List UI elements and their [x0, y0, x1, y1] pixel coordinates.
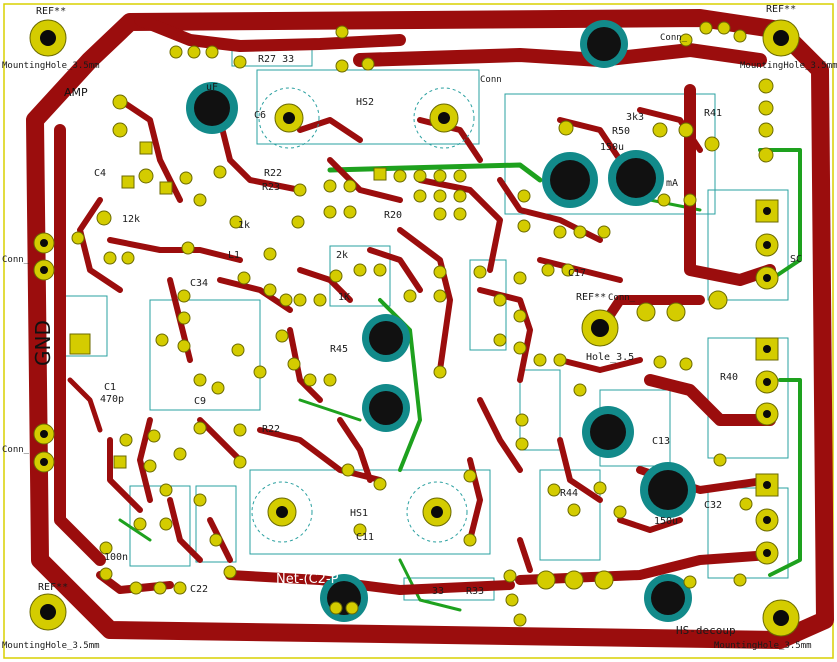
1k-label: 1k — [238, 220, 250, 231]
small-pads — [71, 21, 753, 627]
mounting-holes — [29, 19, 800, 637]
c22-label: C22 — [190, 584, 208, 595]
conn-right-label: Conn_ — [608, 293, 636, 303]
c9-label: C9 — [194, 396, 206, 407]
ref-tr-label: REF** — [766, 4, 796, 15]
hs1-label: HS1 — [350, 508, 368, 519]
150u-label: 150u — [600, 142, 624, 153]
r50-label: R50 — [612, 126, 630, 137]
100n-label: 100n — [104, 552, 128, 563]
c6-label: C6 — [254, 110, 266, 121]
c11-label: C11 — [356, 532, 374, 543]
r33-value-label: 33 — [432, 586, 444, 597]
l1-label: L1 — [228, 250, 240, 261]
connector-pads — [33, 78, 779, 590]
c34-label: C34 — [190, 278, 208, 289]
mounting-br-label: MountingHole_3.5mm — [714, 641, 812, 651]
conn-left2-label: Conn_ — [2, 445, 30, 455]
ref-bl-label: REF** — [38, 582, 68, 593]
hs-decoupling-label: HS-decoup — [676, 624, 736, 637]
sc-label: SC — [790, 254, 802, 265]
c1-label: C1 — [104, 382, 116, 393]
mounting-tr-label: MountingHole_3.5mm — [740, 61, 837, 71]
r40-label: R40 — [720, 372, 738, 383]
net-c2-label: Net-(C2-P — [276, 572, 339, 587]
uf-label: uF — [206, 82, 218, 93]
conn-tr-label: Conn — [480, 75, 502, 85]
bottom-layer-traces — [118, 148, 802, 612]
470p-label: 470p — [100, 394, 124, 405]
3k3-label: 3k3 — [626, 112, 644, 123]
hs2-label: HS2 — [356, 97, 374, 108]
12k-label: 12k — [122, 214, 140, 225]
ref-mid-label: REF** — [576, 292, 606, 303]
r45-label: R45 — [330, 344, 348, 355]
conn-left1-label: Conn_ — [2, 255, 30, 265]
mounting-bl-label: MountingHole_3.5mm — [2, 641, 100, 651]
r20-label: R20 — [384, 210, 402, 221]
ref-tl-label: REF** — [36, 6, 66, 17]
mounting-tl-label: MountingHole_3.5mm — [2, 61, 100, 71]
1k-b-label: 1K — [338, 292, 350, 303]
c4-label: C4 — [94, 168, 106, 179]
amp-label: AMP — [64, 86, 88, 99]
heatsink-markers — [251, 87, 475, 543]
150u-b-label: 150u — [654, 516, 678, 527]
mounting-center-label: Hole_3.5 — [586, 352, 634, 363]
conn-tl-label: Conn_ — [660, 33, 688, 43]
electrolytic-capacitors — [186, 20, 696, 622]
r27-label: R27 33 — [258, 54, 294, 65]
r44-label: R44 — [560, 488, 578, 499]
r23-label: R23 — [262, 182, 280, 193]
c32-label: C32 — [704, 500, 722, 511]
r41-label: R41 — [704, 108, 722, 119]
c13-label: C13 — [652, 436, 670, 447]
c17-label: C17 — [568, 268, 586, 279]
gnd-label: GND — [31, 320, 55, 366]
r33-label: R33 — [466, 586, 484, 597]
r22b-label: R22 — [262, 424, 280, 435]
silkscreen-labels: GND Net-(C2-P HS-decoup HS2 HS1 REF** RE… — [2, 4, 837, 651]
2k-label: 2k — [336, 250, 348, 261]
ma-label: mA — [666, 178, 678, 189]
r22-label: R22 — [264, 168, 282, 179]
